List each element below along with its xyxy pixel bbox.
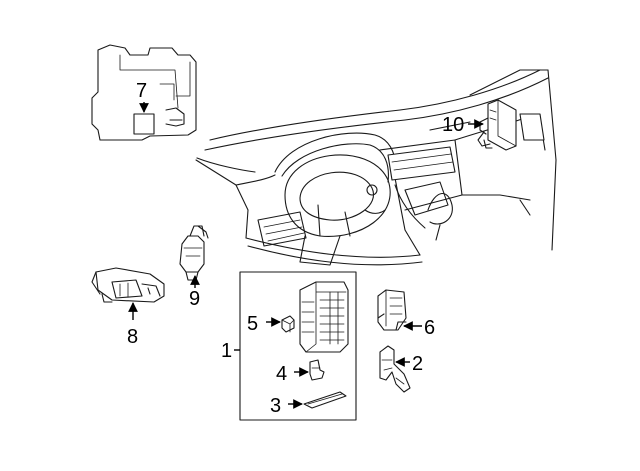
part-1-junction-box <box>299 281 349 353</box>
callout-3: 3 <box>270 395 281 417</box>
callout-10: 10 <box>442 114 464 136</box>
callout-7: 7 <box>136 80 147 102</box>
callout-4: 4 <box>276 363 287 385</box>
part-9-sensor <box>179 225 209 281</box>
callout-1: 1 <box>221 340 232 362</box>
part-3-strip <box>303 391 347 409</box>
part-7-bracket <box>91 44 197 141</box>
part-6-connector <box>377 289 407 331</box>
callout-5: 5 <box>247 313 258 335</box>
part-7-relay <box>133 113 155 135</box>
callout-6: 6 <box>424 317 435 339</box>
callout-2: 2 <box>412 353 423 375</box>
callout-8: 8 <box>127 326 138 348</box>
callout-9: 9 <box>189 288 200 310</box>
part-10-module <box>477 99 517 151</box>
part-5-relay <box>281 315 295 333</box>
instrument-panel-drawing <box>195 69 557 266</box>
part-4-fuse <box>309 359 325 381</box>
part-2-bracket <box>379 345 411 393</box>
part-8-module <box>91 267 165 303</box>
